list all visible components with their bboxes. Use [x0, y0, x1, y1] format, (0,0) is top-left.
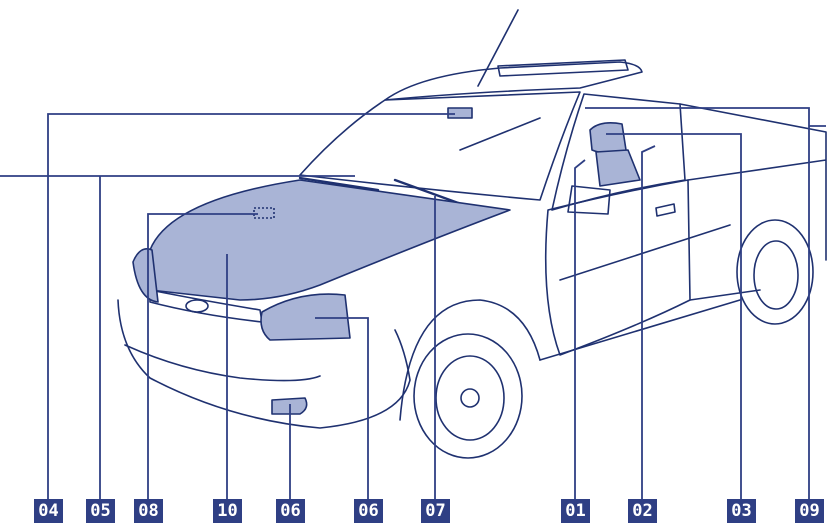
callout-badge-09[interactable]: 09	[795, 499, 824, 523]
antenna	[478, 10, 518, 86]
seat-backrest-highlight	[596, 150, 640, 186]
interior-mirror-highlight	[448, 108, 472, 118]
door-handle	[656, 204, 675, 216]
callout-badge-05[interactable]: 05	[86, 499, 115, 523]
leader-line-01	[575, 160, 585, 499]
lower-intake	[125, 345, 320, 381]
front-wheel-arch	[400, 300, 540, 420]
rear-rim	[754, 241, 798, 309]
callout-badge-06-fog[interactable]: 06	[276, 499, 305, 523]
leader-line-04	[48, 114, 455, 499]
callout-badge-08[interactable]: 08	[134, 499, 163, 523]
callout-badge-06-head[interactable]: 06	[354, 499, 383, 523]
front-rim	[436, 356, 504, 440]
callout-badge-04[interactable]: 04	[34, 499, 63, 523]
door-crease	[560, 225, 730, 280]
bonnet-highlight	[145, 180, 510, 300]
leader-line-02	[642, 146, 655, 499]
callout-badge-10[interactable]: 10	[213, 499, 242, 523]
callout-badge-01[interactable]: 01	[561, 499, 590, 523]
callout-badge-03[interactable]: 03	[727, 499, 756, 523]
callout-badge-02[interactable]: 02	[628, 499, 657, 523]
headlamp-right-highlight	[261, 294, 350, 340]
leader-line-03	[606, 134, 741, 499]
leader-line-06-head	[315, 318, 368, 499]
callout-badge-07[interactable]: 07	[421, 499, 450, 523]
body-sill	[540, 300, 740, 360]
head-restraint-highlight	[590, 123, 626, 153]
ford-badge	[186, 300, 208, 312]
